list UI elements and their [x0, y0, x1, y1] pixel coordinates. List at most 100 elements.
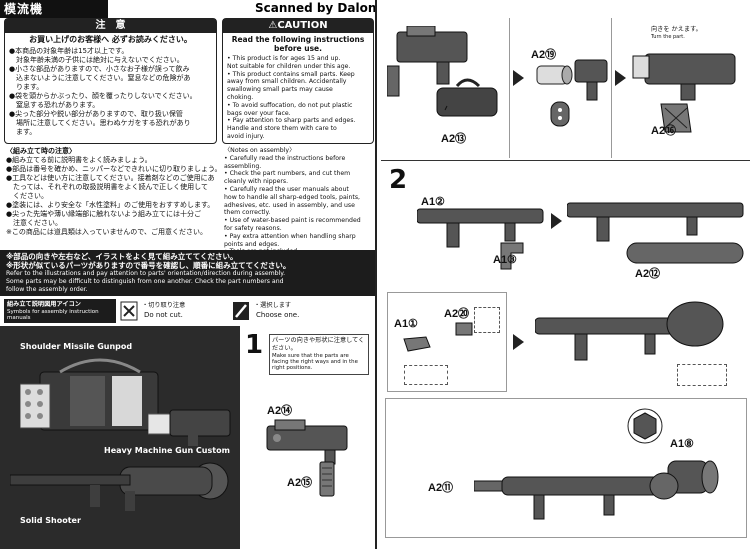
step-1-note-en: Make sure that the parts are facing the …: [272, 352, 358, 372]
top-panel-c: 向きを かえます。 Turn the part. A2⑯: [629, 18, 749, 158]
assembly-en-line: • Carefully read the instructions before: [224, 154, 346, 162]
caution-en-line: away from small children. Accidentally: [227, 78, 347, 86]
final-bazooka-illustration: [474, 472, 679, 520]
assembly-en-line: for safety reasons.: [224, 224, 282, 232]
product-showcase: Shoulder Missile Gunpod Heavy Machine Gu…: [0, 326, 240, 549]
caution-jp-line: 窒息する恐れがあります。: [9, 101, 100, 109]
caution-jp-line: ●尖った部分や鋭い部分がありますので、取り扱い保管: [9, 110, 183, 118]
assembly-jp-line: ●尖った先端や薄い縁端部に触れないよう組み立てには十分ご: [6, 210, 201, 218]
right-page: A2⑬ A2⑲ 向きを かえます。 Turn the part.: [375, 0, 750, 549]
caution-jp-line: ●小さな部品がありますので、小さなお子様が誤って飲み: [9, 65, 190, 73]
assembly-jp-line: ●工具などは使い方に注意してください。接着剤などのご使用にあ: [6, 174, 215, 182]
turn-part-en: Turn the part.: [651, 33, 685, 40]
caution-jp-box: 注 意 お買い上げのお客様へ 必ずお読みください。 ●本商品の対象年齢は15才以…: [4, 18, 217, 144]
assembly-jp-line: ください。: [6, 192, 48, 200]
band-en-3: follow the assembly order.: [6, 285, 88, 293]
choose-legend: ・選択します Choose one.: [232, 299, 332, 323]
caution-jp-line: 対象年齢未満の子供には絶対に与えないでください。: [9, 56, 184, 64]
missile-gunpod-illustration: [20, 358, 159, 431]
solid-shooter-illustration: [10, 462, 229, 511]
assembly-en-line: adhesives, etc. used in assembly, and us…: [224, 201, 355, 209]
caution-jp-line: ります。: [9, 83, 44, 91]
scanner-logo: 模流機: [0, 0, 108, 18]
assembly-jp-section: 〈組み立て時の注意〉 ●組み立てる前に説明書をよく読みましょう。●部品は番号を確…: [6, 147, 220, 247]
assembled-gun-illustration: [574, 59, 608, 101]
choose-en: Choose one.: [256, 311, 300, 319]
step-1-part-a14: A2⑭: [267, 405, 293, 417]
assembly-jp-line: たっては、それぞれの取扱説明書をよく読んで正しく使用して: [6, 183, 208, 191]
part-a2: A1②: [421, 196, 445, 208]
part-a3: A1③: [493, 254, 517, 266]
step-1-part-a15: A2⑮: [287, 477, 313, 489]
caution-jp-list: ●本商品の対象年齢は15才以上です。 対象年齢未満の子供には絶対に与えないでくだ…: [5, 47, 216, 137]
band-jp-2: ※形状が似ているパーツがありますので番号を確認し、順番に組み立ててください。: [6, 261, 291, 270]
caution-en-line: • This product is for ages 15 and up.: [227, 55, 341, 62]
assembly-en-list: • Carefully read the instructions before…: [224, 155, 374, 256]
trigger-part-illustration: [500, 242, 524, 270]
choose-icon: [233, 302, 249, 320]
arrow-2: [615, 70, 626, 86]
icons-legend-title: 組み立て説明図用アイコン Symbols for assembly instru…: [4, 299, 116, 323]
nocut-jp: ・切り取り注意: [142, 302, 186, 309]
icons-legend-title-en: Symbols for assembly instruction manuals: [7, 308, 99, 322]
assembly-en-line: assembling.: [224, 162, 262, 170]
band-en-1: Refer to the illustrations and pay atten…: [6, 270, 286, 277]
clip-detail-box: [404, 365, 448, 385]
caution-en-line: Not suitable for children under this age…: [227, 62, 351, 70]
part-detail-box: [474, 307, 500, 333]
caution-en-title: ⚠CAUTION: [223, 19, 373, 33]
drum-part-illustration: [536, 65, 573, 85]
nocut-icon: [120, 301, 138, 321]
scan-watermark: Scanned by Dalong.net: [255, 1, 375, 15]
part-a8: A1⑧: [670, 438, 694, 450]
product-heavy-label: Heavy Machine Gun Custom: [104, 446, 230, 455]
grip-part-illustration: [319, 461, 335, 497]
assembly-jp-line: 注意ください。: [6, 219, 62, 227]
choose-jp: ・選択します: [254, 302, 292, 309]
step-1-number: 1: [245, 330, 264, 360]
step-2-final-panel: A1⑧ A2⑪: [385, 398, 747, 538]
step-2-detail-panel: A1① A2⑳: [387, 292, 507, 392]
assembly-en-line: • Check the part numbers, and cut them: [224, 170, 351, 178]
detail-inset: [677, 364, 727, 386]
step-1: 1 パーツの向きや形状に注意してください。 Make sure that the…: [243, 330, 375, 549]
part-a19: A2⑲: [531, 49, 557, 61]
icons-legend-title-jp: 組み立て説明図用アイコン: [7, 301, 81, 308]
gun-body-illustration: [266, 419, 348, 465]
caution-en-subtitle: Read the following instructions before u…: [231, 35, 365, 53]
caution-jp-subtitle: お買い上げのお客様へ 必ずお読みください。: [29, 35, 192, 44]
caution-jp-line: 込まないように注意してください。窒息などの危険があ: [9, 74, 191, 82]
assembly-jp-line: ●組み立てる前に説明書をよく読みましょう。: [6, 156, 152, 164]
assembly-en-section: 〈Notes on assembly〉 • Carefully read the…: [224, 147, 374, 255]
step-2-assembled-panel: [527, 292, 747, 392]
assembly-en-line: points and edges.: [224, 240, 280, 248]
assembly-jp-line: ●塗装には、より安全な「水性塗料」のご使用をおすすめします。: [6, 201, 215, 209]
step-1-note-jp: パーツの向きや形状に注意してください。: [272, 337, 365, 352]
left-page: 模流機 注 意 お買い上げのお客様へ 必ずお読みください。 ●本商品の対象年齢は…: [0, 0, 375, 549]
part-a11: A2⑪: [428, 482, 454, 494]
part-detail-illustration: [550, 101, 570, 127]
assembly-jp-line: ●部品は番号を確かめ、ニッパーなどできれいに切り取りましょう。: [6, 165, 220, 173]
assembly-en-line: them correctly.: [224, 209, 271, 217]
gun-grip-assembly-illustration: [387, 26, 498, 117]
caution-jp-line: ●袋を頭からかぶったり、顔を覆ったりしないでください。: [9, 92, 197, 100]
bazooka-with-parts-illustration: [535, 301, 724, 361]
bazooka-body-illustration: [417, 208, 544, 248]
turn-part-jp: 向きを かえます。: [651, 26, 702, 33]
caution-en-line: bags over your face.: [227, 109, 291, 117]
part-a12: A2⑫: [635, 268, 661, 280]
assembly-jp-line: ※この商品には道具類は入っていませんので、ご用意ください。: [6, 228, 208, 236]
part-a20: A2⑳: [444, 308, 470, 320]
caution-en-line: Handle and store them with care to: [227, 125, 337, 133]
caution-jp-title: 注 意: [5, 19, 216, 33]
caution-jp-line: ●本商品の対象年齢は15才以上です。: [9, 47, 129, 55]
product-solid-label: Solid Shooter: [20, 516, 81, 525]
caution-jp-line: ます。: [9, 128, 37, 136]
attention-band: ※部品の向きや左右など、イラストをよく見て組み立ててください。 ※形状が似ている…: [0, 250, 375, 296]
assembly-en-line: • Use of water-based paint is recommende…: [224, 217, 361, 225]
step-2-number: 2: [389, 165, 408, 195]
step-1-note: パーツの向きや形状に注意してください。 Make sure that the p…: [269, 334, 369, 375]
top-panel-a: A2⑬: [385, 18, 510, 158]
caution-jp-line: 場所に注意してください。思わぬケガをする恐れがあり: [9, 119, 191, 127]
heavy-gun-illustration: [148, 409, 231, 446]
